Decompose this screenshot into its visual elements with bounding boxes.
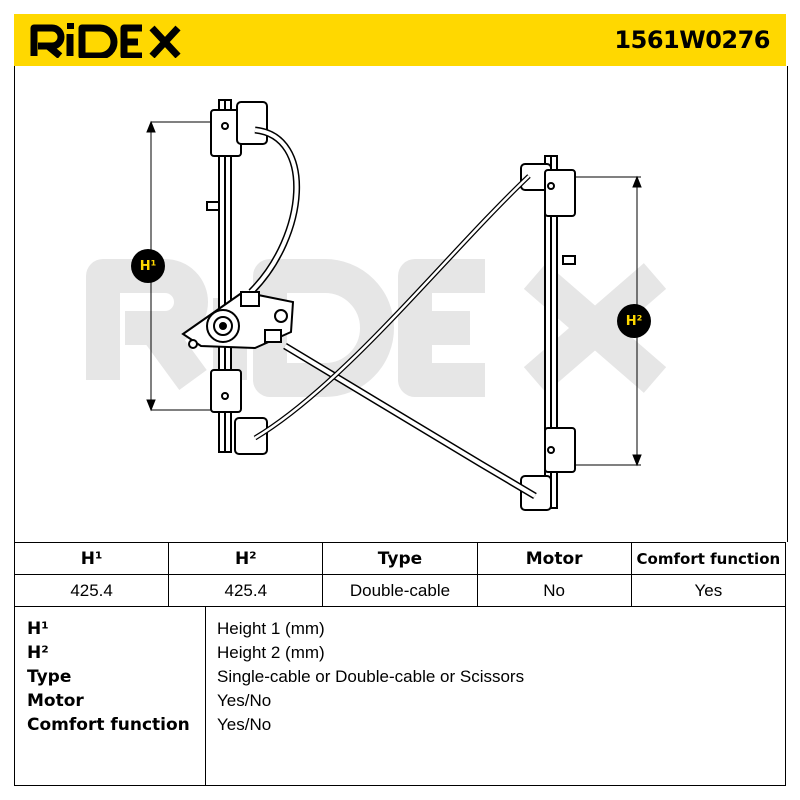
spec-value-row: 425.4 425.4 Double-cable No Yes: [13, 574, 787, 607]
legend-key: Comfort function: [27, 715, 190, 735]
legend-desc: Yes/No: [217, 691, 272, 710]
cable-drum: [181, 290, 295, 350]
h2-badge-label: H²: [625, 313, 643, 329]
spec-header-comfort: Comfort function: [630, 542, 787, 575]
header-bar: 1561W0276: [14, 14, 786, 66]
legend-desc: Height 1 (mm): [217, 619, 325, 638]
ridex-watermark: [86, 259, 667, 397]
spec-header-row: H¹ H² Type Motor Comfort function: [13, 542, 787, 575]
left-rail: [206, 99, 268, 455]
h1-badge: H¹: [131, 249, 165, 283]
legend-row: H¹ Height 1 (mm): [15, 619, 787, 643]
ridex-logo-image: [30, 23, 181, 60]
window-regulator-diagram: [86, 99, 667, 511]
legend-row: Type Single-cable or Double-cable or Sci…: [15, 667, 787, 691]
h1-badge-label: H¹: [139, 258, 157, 274]
legend-key: Motor: [27, 691, 84, 711]
ridex-logo: [30, 22, 200, 62]
legend-desc: Yes/No: [217, 715, 272, 734]
right-rail: [520, 155, 576, 511]
spec-header-type: Type: [322, 542, 478, 575]
spec-table: H¹ H² Type Motor Comfort function 425.4 …: [13, 542, 787, 607]
spec-value-comfort: Yes: [630, 574, 787, 607]
legend-box: H¹ Height 1 (mm) H² Height 2 (mm) Type S…: [14, 606, 786, 786]
cables: [248, 126, 537, 500]
legend-key: Type: [27, 667, 72, 687]
spec-header-motor: Motor: [476, 542, 632, 575]
spec-header-h1: H¹: [13, 542, 170, 575]
legend-row: H² Height 2 (mm): [15, 643, 787, 667]
legend-row: Comfort function Yes/No: [15, 715, 787, 739]
spec-value-type: Double-cable: [322, 574, 478, 607]
spec-value-h2: 425.4: [168, 574, 324, 607]
diagram-area: H¹ H²: [14, 66, 788, 542]
legend-key: H¹: [27, 619, 49, 639]
legend-divider: [205, 606, 206, 785]
part-number: 1561W0276: [614, 26, 770, 54]
spec-value-motor: No: [476, 574, 632, 607]
legend-row: Motor Yes/No: [15, 691, 787, 715]
legend-desc: Single-cable or Double-cable or Scissors: [217, 667, 525, 686]
legend-key: H²: [27, 643, 49, 663]
h2-badge: H²: [617, 304, 651, 338]
legend-desc: Height 2 (mm): [217, 643, 325, 662]
spec-header-h2: H²: [168, 542, 324, 575]
spec-value-h1: 425.4: [13, 574, 170, 607]
